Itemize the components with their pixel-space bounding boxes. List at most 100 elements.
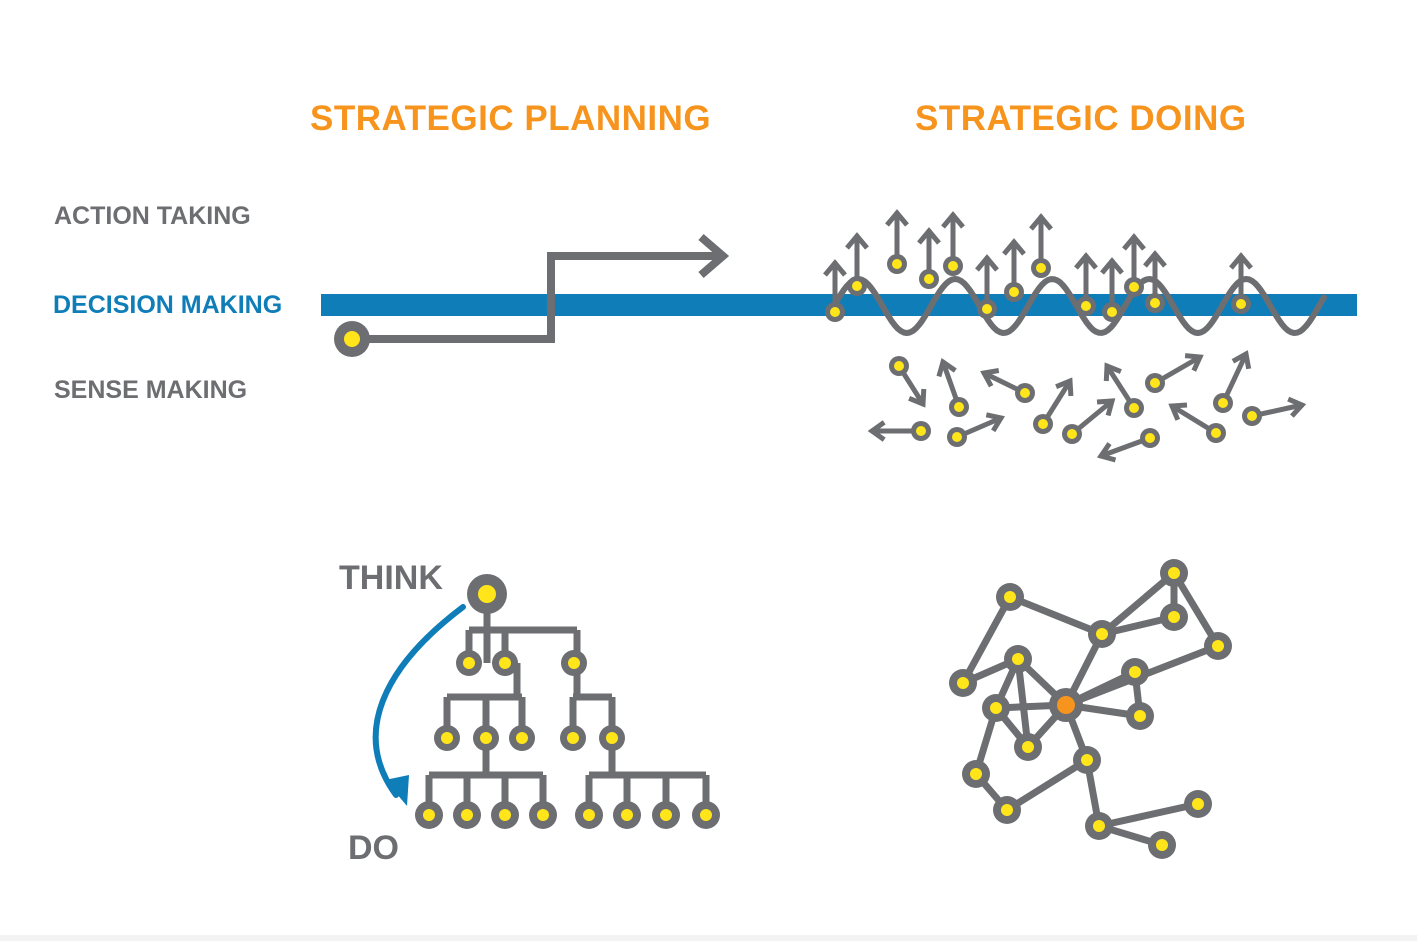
action-node-8-center <box>1036 263 1046 273</box>
tree-leaf-node-8-center <box>700 809 712 821</box>
network-edge <box>959 593 1014 687</box>
do-label: DO <box>348 829 399 867</box>
network-node-a-center <box>1168 567 1180 579</box>
sense-node-11-center <box>1145 433 1155 443</box>
sense-node-6-center <box>952 432 962 442</box>
sense-node-1-center <box>894 361 904 371</box>
sense-node-9-center <box>1218 398 1228 408</box>
scatter-arrow-head <box>936 357 957 378</box>
tree-level1-node-1-center <box>463 657 475 669</box>
network-edge <box>1095 800 1202 830</box>
scatter-arrow-head <box>1184 353 1204 372</box>
sense-arrows <box>867 350 1307 463</box>
scatter-arrow-head <box>1055 377 1074 397</box>
tree-root-node-center <box>478 585 496 603</box>
action-node-13-center <box>1236 299 1246 309</box>
network-hub-node-center <box>1057 696 1075 714</box>
scatter-arrow-head <box>1287 396 1307 418</box>
hierarchy-tree <box>415 574 720 829</box>
tree-leaf-node-2-center <box>461 809 473 821</box>
up-arrow-head <box>1002 238 1026 256</box>
tree-level2-node-3-center <box>516 732 528 744</box>
sense-making-label: SENSE MAKING <box>54 376 248 404</box>
action-arrows <box>823 209 1253 322</box>
network-node-r-center <box>1156 839 1168 851</box>
sense-node-12-center <box>1211 428 1221 438</box>
tree-leaf-node-3-center <box>499 809 511 821</box>
scatter-arrow-head <box>980 368 1000 388</box>
sense-node-13-center <box>1247 411 1257 421</box>
network-graph <box>949 559 1232 859</box>
network-node-l-center <box>1022 741 1034 753</box>
up-arrow-head <box>845 232 869 250</box>
up-arrow-head <box>1122 233 1146 251</box>
network-edge <box>1098 569 1178 638</box>
scatter-arrow-head <box>1168 402 1188 421</box>
scatter-arrow-head <box>1096 442 1117 463</box>
network-node-h-center <box>1129 666 1141 678</box>
network-edge <box>1170 569 1222 650</box>
tree-leaf-node-5-center <box>583 809 595 821</box>
tree-level1-node-3-center <box>568 657 580 669</box>
action-node-2-center <box>852 281 862 291</box>
up-arrow-head <box>1074 252 1098 270</box>
scatter-arrow-head <box>1103 362 1122 382</box>
network-node-k-center <box>1134 710 1146 722</box>
planning-path-line <box>353 252 722 343</box>
up-arrow-head <box>1143 250 1167 268</box>
network-node-d-center <box>1168 611 1180 623</box>
scatter-arrow-head <box>908 388 927 408</box>
scatter-arrow-head <box>1231 350 1252 370</box>
network-node-m-center <box>1081 754 1093 766</box>
network-node-c-center <box>1096 628 1108 640</box>
network-node-q-center <box>1093 820 1105 832</box>
action-node-1-center <box>830 307 840 317</box>
curved-arrow-line <box>372 604 466 798</box>
up-arrow-head <box>1100 257 1124 275</box>
action-taking-label: ACTION TAKING <box>54 202 251 230</box>
action-node-3-center <box>892 259 902 269</box>
scatter-arrow-head <box>867 420 886 442</box>
action-node-11-center <box>1129 282 1139 292</box>
tree-level2-node-5-center <box>606 732 618 744</box>
tree-level2-node-1-center <box>441 732 453 744</box>
sense-node-10-center <box>1067 429 1077 439</box>
sense-node-7-center <box>1129 403 1139 413</box>
tree-leaf-node-6-center <box>621 809 633 821</box>
tree-level2-node-4-center <box>567 732 579 744</box>
network-edge <box>1014 655 1032 751</box>
up-arrow-head <box>975 254 999 272</box>
up-arrow-head <box>823 259 847 277</box>
up-arrow-head <box>917 227 941 245</box>
action-node-7-center <box>1009 287 1019 297</box>
tree-leaf-node-7-center <box>660 809 672 821</box>
action-node-6-center <box>982 304 992 314</box>
network-node-j-center <box>990 702 1002 714</box>
action-node-5-center <box>948 261 958 271</box>
tree-leaf-node-4-center <box>537 809 549 821</box>
up-arrow-head <box>885 209 909 227</box>
network-node-b-center <box>1004 591 1016 603</box>
strategic-doing-heading: STRATEGIC DOING <box>915 99 1247 138</box>
network-node-g-center <box>957 677 969 689</box>
up-arrow-head <box>1029 213 1053 231</box>
network-node-f-center <box>1012 653 1024 665</box>
network-node-o-center <box>1001 804 1013 816</box>
network-edge <box>1003 756 1091 814</box>
action-node-10-center <box>1107 307 1117 317</box>
network-node-e-center <box>1212 640 1224 652</box>
action-node-12-center <box>1150 298 1160 308</box>
up-arrow-head <box>941 211 965 229</box>
footer-band <box>0 935 1417 941</box>
sense-node-8-center <box>1150 378 1160 388</box>
planning-path-arrowhead <box>698 233 730 279</box>
up-arrow-head <box>1229 252 1253 270</box>
step-arrow-icon <box>334 233 730 357</box>
scatter-arrow-head <box>985 412 1005 433</box>
planning-start-node-center <box>344 331 360 347</box>
action-node-4-center <box>924 274 934 284</box>
tree-leaf-node-1-center <box>423 809 435 821</box>
decision-making-label: DECISION MAKING <box>53 291 283 319</box>
curved-arrow-icon <box>372 604 466 806</box>
